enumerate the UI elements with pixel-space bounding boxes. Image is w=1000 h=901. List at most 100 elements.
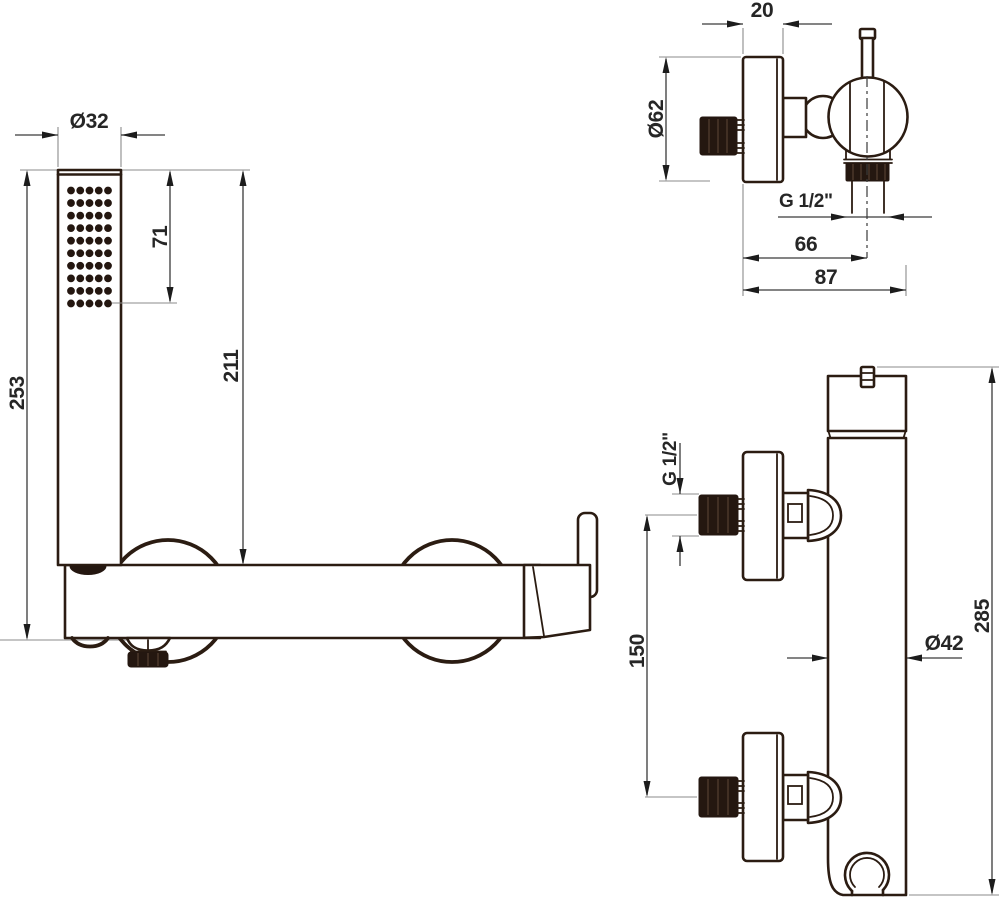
arrow-71-bottom xyxy=(166,287,174,303)
spray-dot xyxy=(94,299,103,308)
upper-connector-notch xyxy=(787,503,803,523)
spray-dot xyxy=(94,199,103,207)
outlet-pipe xyxy=(851,180,885,214)
holder-ring-outer xyxy=(843,851,891,893)
side-extension-lines xyxy=(645,366,999,896)
arrow-g12-left xyxy=(831,213,847,221)
arrow-dia32-left xyxy=(42,131,58,139)
lower-wall-plate xyxy=(741,731,785,863)
spray-dot xyxy=(104,249,112,258)
hand-shower-wand xyxy=(56,168,123,567)
spray-dot xyxy=(76,236,85,245)
dim-label-150: 150 xyxy=(626,634,649,668)
inlet-knob-knurl xyxy=(708,119,728,153)
spray-dot xyxy=(67,261,75,270)
front-view: Ø32 71 211 253 xyxy=(0,110,599,668)
spray-dot xyxy=(94,249,103,258)
bar-underside-arc xyxy=(70,636,110,649)
end-cap-joint-line xyxy=(532,566,545,637)
spray-dot xyxy=(67,236,75,245)
arrow-g12-side-bottom xyxy=(676,536,684,552)
spray-dot xyxy=(94,287,103,295)
arrow-dia62-top xyxy=(662,57,670,73)
arrow-253-top xyxy=(23,170,31,186)
arrow-285-top xyxy=(988,367,996,383)
spray-dots xyxy=(67,186,112,308)
side-view: G 1/2" 150 285 Ø42 xyxy=(626,365,999,897)
spray-dot xyxy=(76,287,85,295)
spray-dot xyxy=(94,186,103,195)
dim-label-87: 87 xyxy=(815,266,838,289)
spray-dot xyxy=(104,274,112,283)
dim-label-g12-top: G 1/2" xyxy=(779,191,833,212)
spray-dot xyxy=(67,211,75,220)
wand-socket-shadow xyxy=(69,565,107,575)
spray-dot xyxy=(85,186,94,195)
spray-dot xyxy=(76,249,85,258)
dim-label-285: 285 xyxy=(971,598,994,633)
body-circle-chords xyxy=(849,80,885,154)
arrow-dia62-bottom xyxy=(662,165,670,181)
arrow-66-right xyxy=(851,254,867,262)
top-view: 20 Ø62 G 1/2" 66 87 xyxy=(645,0,932,296)
arrow-g12-right xyxy=(888,213,904,221)
spray-dot xyxy=(104,236,112,245)
spray-dot xyxy=(94,274,103,283)
spray-dot xyxy=(94,236,103,245)
spray-dot xyxy=(104,186,112,195)
arrow-20-left xyxy=(727,20,743,28)
dim-label-71: 71 xyxy=(149,225,172,248)
spray-dot xyxy=(76,261,85,270)
plate-connector xyxy=(781,96,808,139)
dim-label-20: 20 xyxy=(751,0,774,22)
spray-dot xyxy=(104,287,112,295)
spray-dot xyxy=(85,199,94,207)
lower-bell-inner xyxy=(809,777,834,818)
lever-stick-top xyxy=(860,36,875,82)
spray-dot xyxy=(85,274,94,283)
holder-ring-gap-edges xyxy=(850,888,885,897)
spray-dot xyxy=(76,274,85,283)
spray-dot xyxy=(67,274,75,283)
lower-knob-knurl xyxy=(707,779,729,815)
dim-label-253: 253 xyxy=(6,376,29,410)
arrow-71-top xyxy=(166,170,174,186)
arrow-285-bottom xyxy=(988,879,996,895)
spray-dot xyxy=(85,261,94,270)
upper-wall-plate xyxy=(741,450,785,582)
arrow-dia32-right xyxy=(121,131,137,139)
upper-connector-step xyxy=(781,491,810,540)
spray-dot xyxy=(85,299,94,308)
mixer-bar-outline xyxy=(63,563,542,640)
outlet-neck xyxy=(843,149,893,164)
spray-dot xyxy=(104,261,112,270)
spray-dot xyxy=(76,299,85,308)
inlet-thread-marks xyxy=(736,119,745,154)
spray-dot xyxy=(76,199,85,207)
upper-bell-nut xyxy=(806,488,843,543)
spray-dot xyxy=(76,186,85,195)
body-main-tube xyxy=(826,436,908,897)
top-adjuster-knob xyxy=(859,365,876,389)
arrow-20-right xyxy=(783,20,799,28)
spray-dot xyxy=(76,224,85,233)
spray-dot xyxy=(76,211,85,220)
spray-dot xyxy=(94,211,103,220)
spray-dot xyxy=(67,224,75,233)
dim-label-211: 211 xyxy=(220,349,243,383)
arrow-dia42-right xyxy=(906,654,922,662)
spray-dot xyxy=(104,224,112,233)
arrow-150-top xyxy=(643,515,651,531)
arrow-g12-side-top xyxy=(676,478,684,494)
holder-ring-inner xyxy=(849,857,885,888)
top-dimension-lines xyxy=(665,23,932,291)
dim-label-g12-side: G 1/2" xyxy=(660,432,681,486)
mixer-body-circle xyxy=(827,76,909,158)
spray-dot xyxy=(67,249,75,258)
spray-dot xyxy=(104,299,112,308)
top-extension-lines xyxy=(659,28,907,296)
arrow-211-top xyxy=(239,170,247,186)
lower-bell-nut xyxy=(806,770,843,825)
